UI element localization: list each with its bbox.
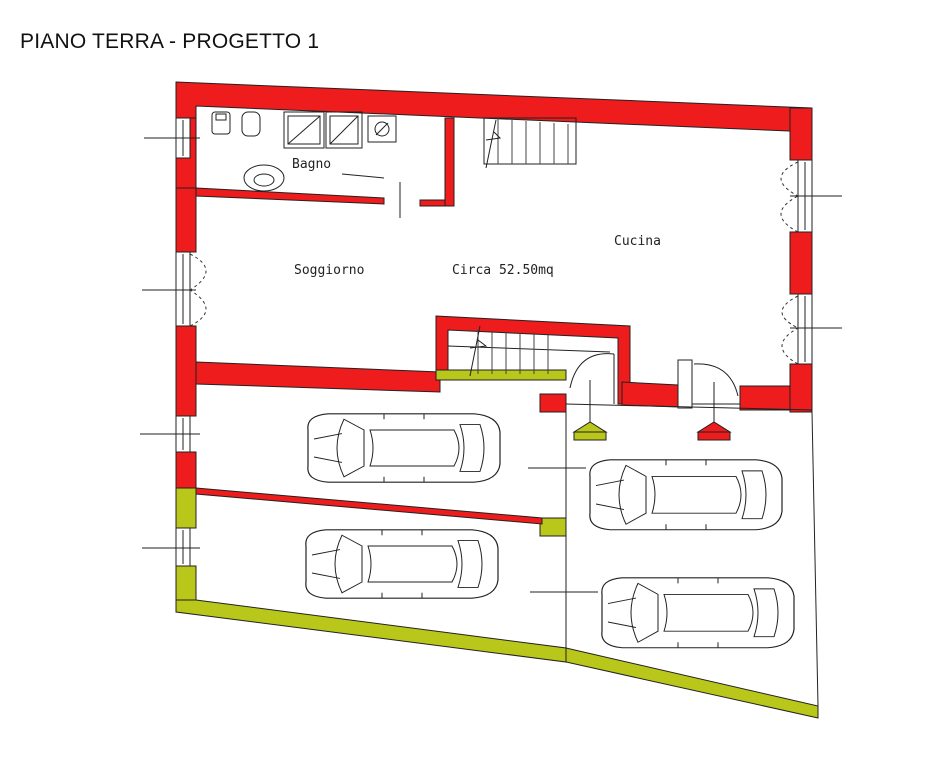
sink-icon xyxy=(367,115,397,143)
car-icon xyxy=(307,413,501,483)
window-icon xyxy=(142,251,207,327)
window-icon xyxy=(142,527,200,567)
garage-walls xyxy=(175,369,819,719)
room-area: Circa 52.50mq xyxy=(452,263,554,278)
toilet-icon xyxy=(211,111,231,135)
page-title: PIANO TERRA - PROGETTO 1 xyxy=(20,30,320,53)
stair-icon xyxy=(483,117,577,169)
living-walls xyxy=(175,81,813,489)
window-icon xyxy=(144,117,200,159)
level-marker-icon xyxy=(696,382,732,441)
bidet-icon xyxy=(241,111,261,137)
window-icon xyxy=(780,159,842,233)
window-icon xyxy=(781,293,842,365)
car-icon xyxy=(305,529,499,599)
shower-icon xyxy=(283,111,363,149)
room-label-soggiorno: Soggiorno xyxy=(294,263,364,278)
level-marker-icon xyxy=(572,380,608,441)
door-swing-icon xyxy=(677,359,740,409)
room-label-cucina: Cucina xyxy=(614,234,661,249)
car-icon xyxy=(589,459,783,531)
window-icon xyxy=(140,415,200,453)
door-swing-icon xyxy=(569,353,615,404)
car-icon xyxy=(601,577,795,649)
sink-icon xyxy=(243,164,285,192)
room-label-bagno: Bagno xyxy=(292,157,331,172)
stair-icon xyxy=(447,325,611,377)
